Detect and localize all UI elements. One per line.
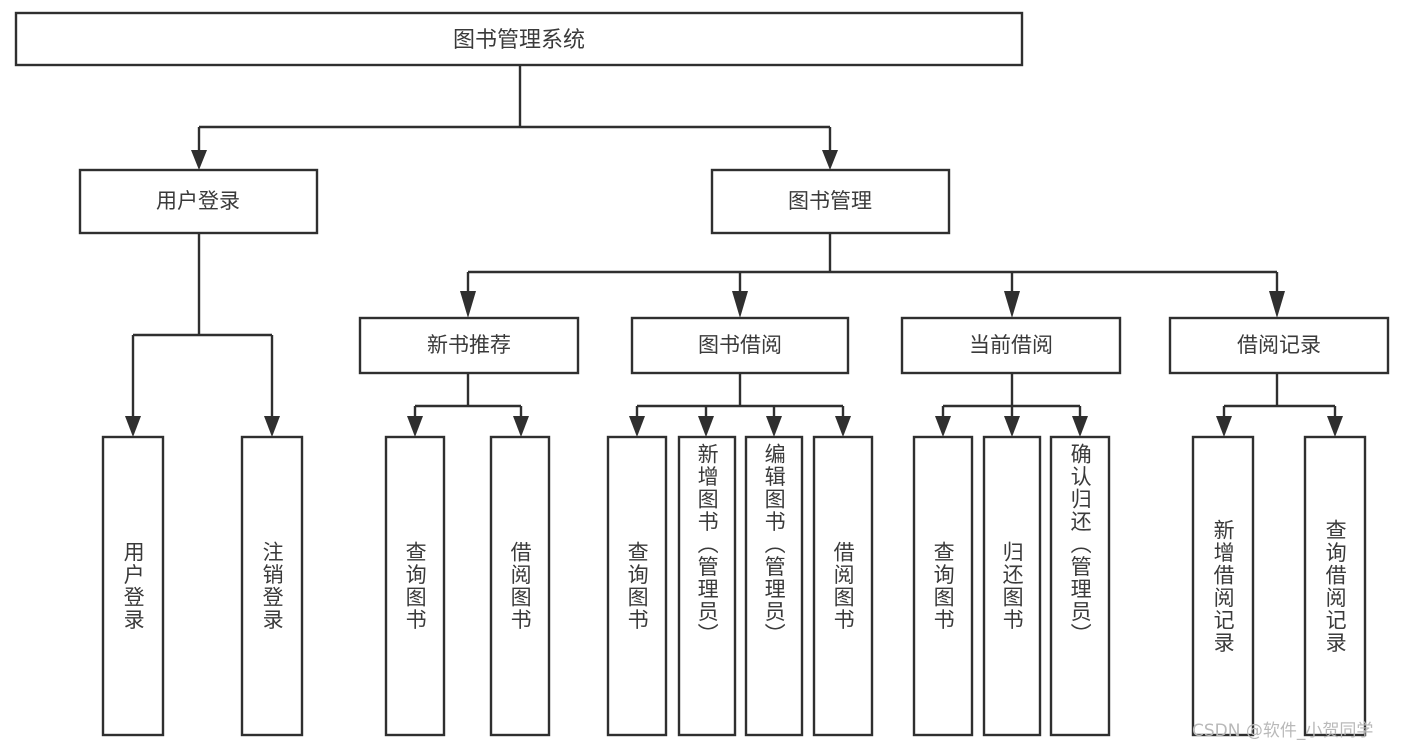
node-root-box[interactable] [14,11,1024,67]
leaf-box-current-borrow-3[interactable] [1049,435,1111,737]
arrowhead-leaf-newbook-1 [407,416,423,437]
leaf-boxes-group [101,435,1367,737]
node-book-borrow[interactable]: 图书借阅 [630,316,850,375]
arrowhead-book-borrow [732,291,748,318]
node-current-borrow-label: 当前借阅 [969,333,1053,357]
leaf-box-new-book-recommend-1[interactable] [384,435,446,737]
node-current-borrow-box[interactable] [900,316,1122,375]
node-book-borrow-box[interactable] [630,316,850,375]
arrowhead-leaf-user-login-2 [264,416,280,437]
node-book-manage-box[interactable] [710,168,951,235]
leaf-box-user-login-1[interactable] [101,435,165,737]
arrowhead-leaf-bookborrow-3 [766,416,782,437]
node-new-book-recommend-box[interactable] [358,316,580,375]
node-user-login-label: 用户登录 [156,189,240,213]
leaf-box-user-login-2[interactable] [240,435,304,737]
arrowhead-leaf-currentborrow-1 [935,416,951,437]
arrowhead-leaf-borrowrecord-1 [1216,416,1232,437]
arrowhead-user-login [191,150,207,170]
arrowhead-leaf-newbook-2 [513,416,529,437]
leaf-box-book-borrow-2[interactable] [677,435,737,737]
arrowhead-book-manage [822,150,838,170]
arrowhead-leaf-currentborrow-3 [1072,416,1088,437]
leaf-box-book-borrow-1[interactable] [606,435,668,737]
node-root[interactable]: 图书管理系统 [14,11,1024,67]
arrowhead-leaf-currentborrow-2 [1004,416,1020,437]
node-user-login-box[interactable] [78,168,319,235]
leaf-box-borrow-record-1[interactable] [1191,435,1255,737]
arrowhead-leaf-bookborrow-1 [629,416,645,437]
arrowhead-leaf-bookborrow-4 [835,416,851,437]
leaf-box-current-borrow-1[interactable] [912,435,974,737]
node-borrow-record-label: 借阅记录 [1237,333,1321,357]
node-new-book-recommend-label: 新书推荐 [427,333,511,357]
leaf-box-book-borrow-4[interactable] [812,435,874,737]
node-user-login[interactable]: 用户登录 [78,168,319,235]
arrowhead-new-book-recommend [460,291,476,318]
leaf-box-current-borrow-2[interactable] [982,435,1042,737]
node-current-borrow[interactable]: 当前借阅 [900,316,1122,375]
node-borrow-record[interactable]: 借阅记录 [1168,316,1390,375]
leaf-box-borrow-record-2[interactable] [1303,435,1367,737]
leaf-box-new-book-recommend-2[interactable] [489,435,551,737]
arrowhead-leaf-borrowrecord-2 [1327,416,1343,437]
connectors-group [125,65,1343,437]
arrowhead-leaf-bookborrow-2 [698,416,714,437]
leaf-box-book-borrow-3[interactable] [744,435,804,737]
arrowhead-leaf-user-login-1 [125,416,141,437]
node-borrow-record-box[interactable] [1168,316,1390,375]
node-new-book-recommend[interactable]: 新书推荐 [358,316,580,375]
node-root-label: 图书管理系统 [453,28,585,53]
node-book-manage-label: 图书管理 [788,189,872,213]
arrowhead-borrow-record [1269,291,1285,318]
arrowhead-current-borrow [1004,291,1020,318]
node-book-borrow-label: 图书借阅 [698,333,782,357]
node-book-manage[interactable]: 图书管理 [710,168,951,235]
